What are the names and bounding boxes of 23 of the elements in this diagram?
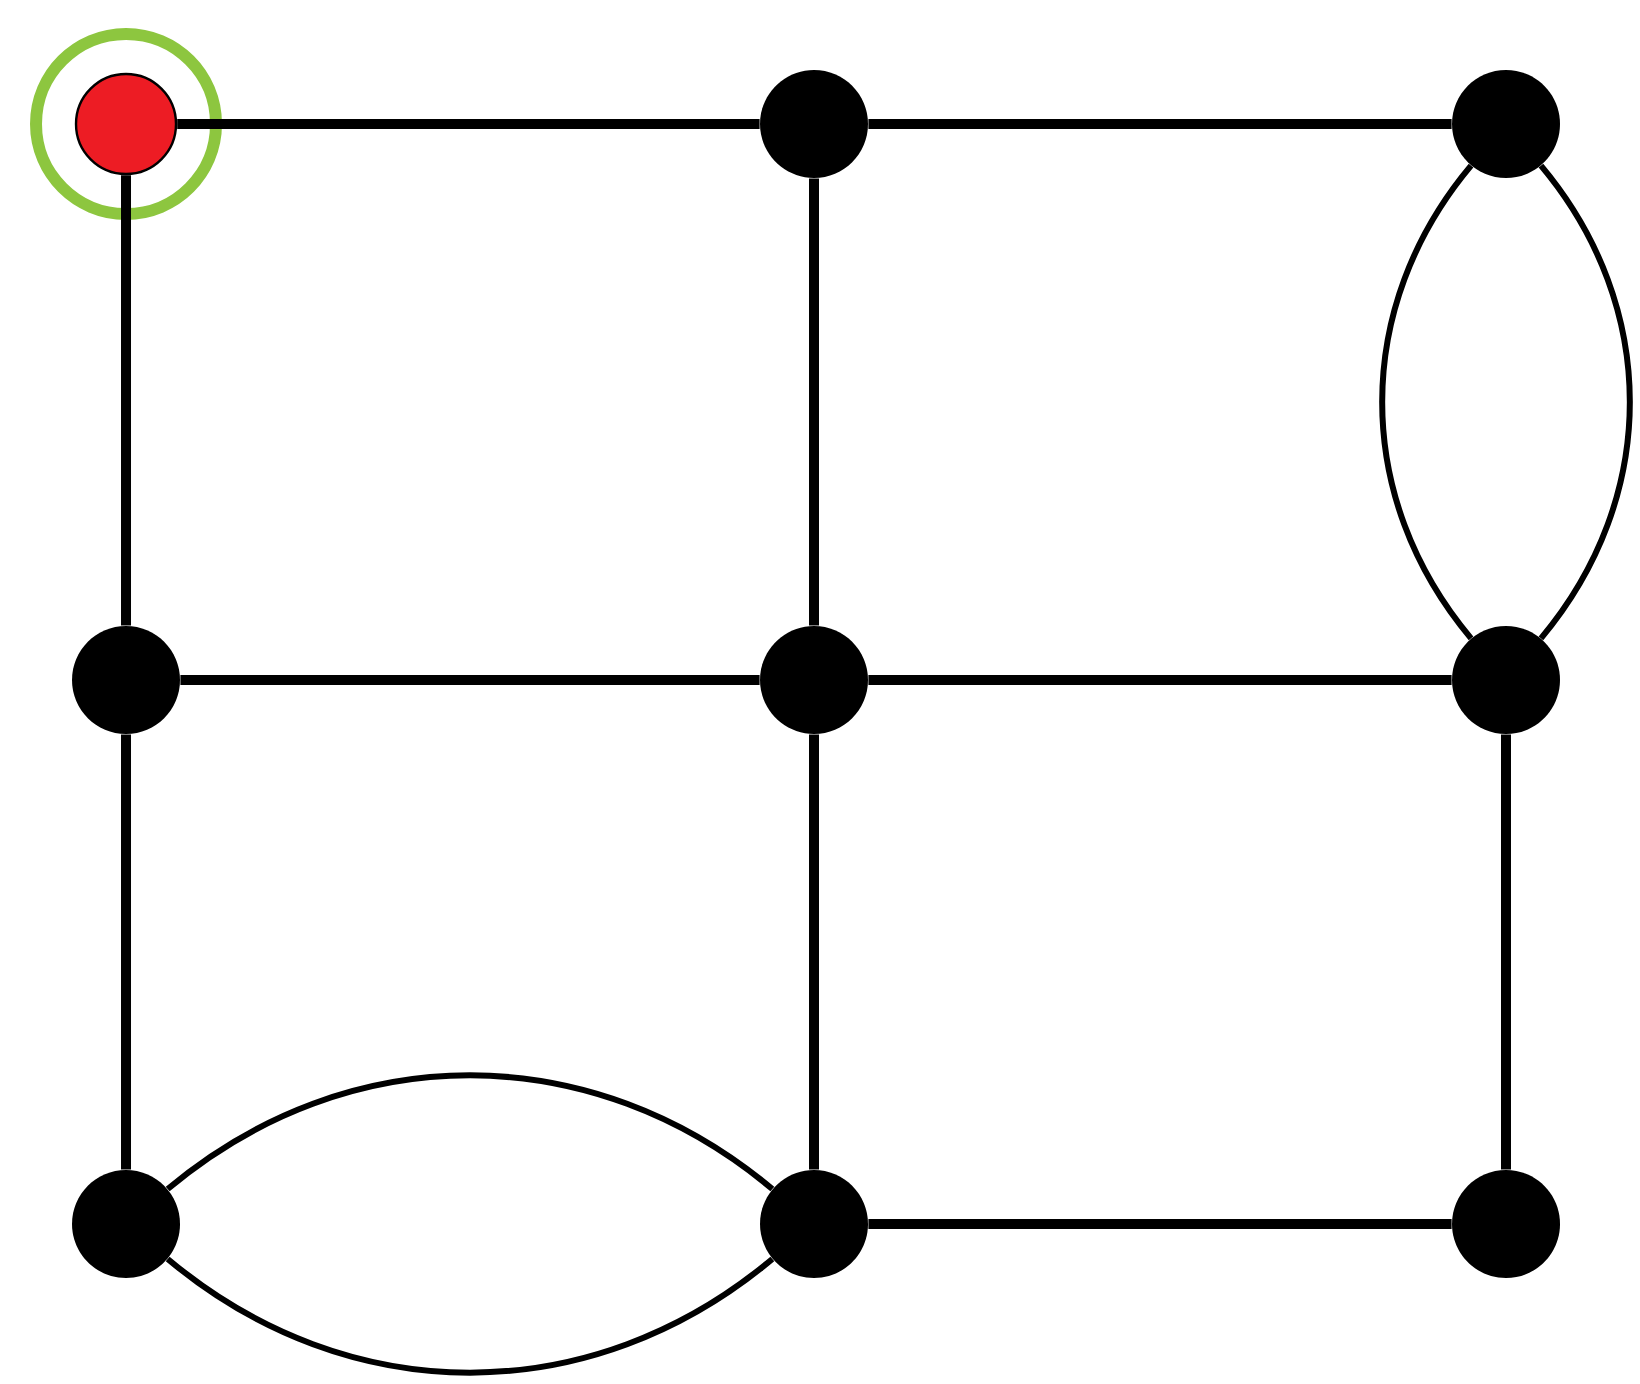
vertex [72,626,180,734]
edge [1538,163,1633,641]
edge [868,1219,1452,1229]
edge [177,119,760,129]
edge [868,119,1452,129]
edge [121,175,131,626]
edge [868,675,1452,685]
vertex [1452,626,1560,734]
edge [165,1072,775,1192]
edge [809,734,819,1170]
vertex [760,626,868,734]
edge [165,1256,775,1376]
edge [809,178,819,626]
edge [121,734,131,1170]
edge [1501,734,1511,1170]
vertex [1452,70,1560,178]
vertex [74,72,178,176]
vertex [760,1170,868,1278]
vertex [72,1170,180,1278]
vertex [1452,1170,1560,1278]
edge [180,675,760,685]
vertex [760,70,868,178]
edge [1379,163,1474,641]
